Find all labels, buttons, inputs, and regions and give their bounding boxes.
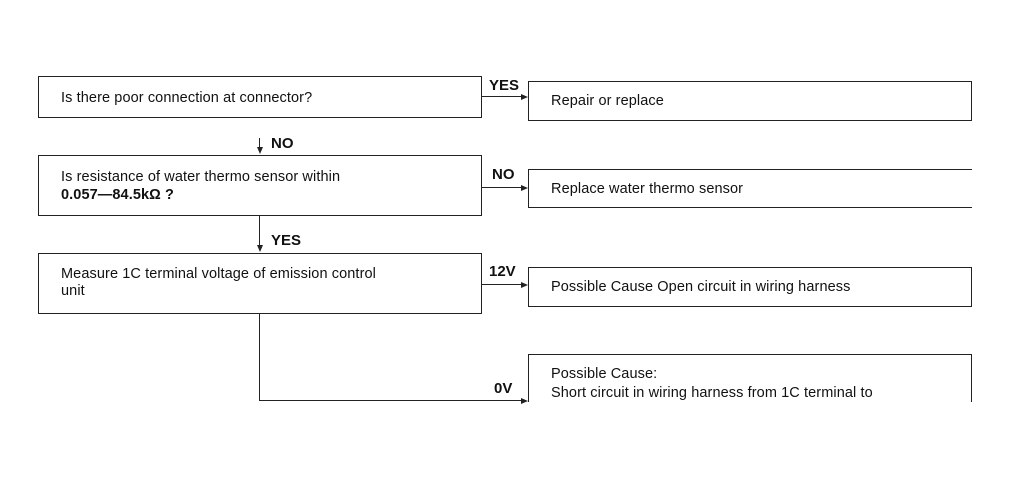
question-text-resistance-line1: Is resistance of water thermo sensor wit… xyxy=(61,169,341,185)
branch-label-yes2: YES xyxy=(271,232,302,249)
action-box-short-circuit: Possible Cause: Short circuit in wiring … xyxy=(528,354,972,402)
branch-label-no2: NO xyxy=(492,166,515,183)
connector-no2 xyxy=(482,187,522,189)
action-text-short-circuit-line1: Possible Cause: xyxy=(551,366,658,382)
connector-no1 xyxy=(259,138,261,148)
action-text-repair: Repair or replace xyxy=(551,93,664,109)
arrowhead-yes1 xyxy=(521,94,528,100)
question-text-measure-line1: Measure 1C terminal voltage of emission … xyxy=(61,266,376,282)
connector-0v-horizontal xyxy=(259,400,522,402)
arrowhead-no1 xyxy=(257,147,263,154)
question-text-resistance-range: 0.057—84.5kΩ ? xyxy=(61,187,174,203)
action-text-open-circuit: Possible Cause Open circuit in wiring ha… xyxy=(551,279,851,295)
arrowhead-yes2 xyxy=(257,245,263,252)
branch-label-no1: NO xyxy=(271,135,294,152)
branch-label-0v: 0V xyxy=(494,380,513,397)
action-box-repair: Repair or replace xyxy=(528,81,972,121)
action-box-open-circuit: Possible Cause Open circuit in wiring ha… xyxy=(528,267,972,307)
question-text-connector: Is there poor connection at connector? xyxy=(61,90,313,106)
connector-0v-vertical xyxy=(259,314,261,401)
question-box-connector: Is there poor connection at connector? xyxy=(38,76,482,118)
question-box-resistance: Is resistance of water thermo sensor wit… xyxy=(38,155,482,216)
question-box-measure-voltage: Measure 1C terminal voltage of emission … xyxy=(38,253,482,314)
branch-label-12v: 12V xyxy=(489,263,516,280)
branch-label-yes1: YES xyxy=(489,77,520,94)
question-text-measure-line2: unit xyxy=(61,283,85,299)
action-box-replace-sensor: Replace water thermo sensor xyxy=(528,169,972,208)
connector-yes1 xyxy=(482,96,522,98)
connector-12v xyxy=(482,284,522,286)
arrowhead-no2 xyxy=(521,185,528,191)
arrowhead-12v xyxy=(521,282,528,288)
action-text-replace-sensor: Replace water thermo sensor xyxy=(551,181,744,197)
arrowhead-0v xyxy=(521,398,528,404)
action-text-short-circuit-line2: Short circuit in wiring harness from 1C … xyxy=(551,385,873,401)
connector-yes2 xyxy=(259,216,261,246)
